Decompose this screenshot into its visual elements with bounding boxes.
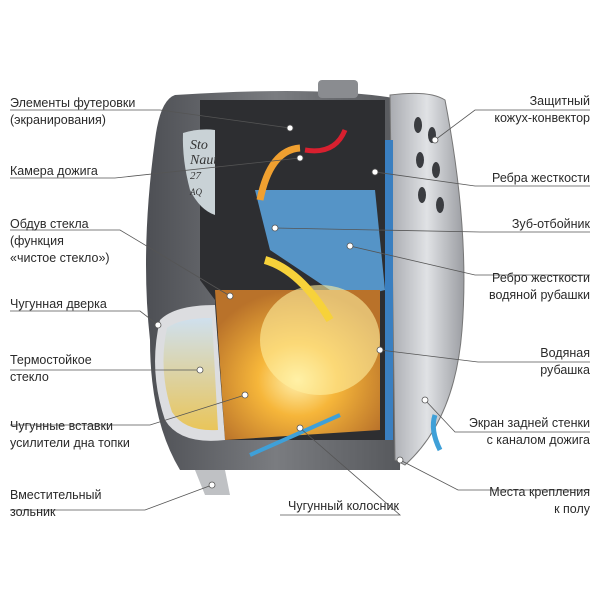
lining-tooth <box>255 190 385 300</box>
label-lining: Элементы футеровки(экранирования) <box>10 96 136 127</box>
label-door: Чугунная дверка <box>10 297 107 311</box>
leader-lines <box>10 109 590 516</box>
label-ribs: Ребра жесткости <box>492 171 590 185</box>
flow-arrow-cold <box>430 414 443 452</box>
door-glass <box>163 318 218 431</box>
flame <box>260 285 380 395</box>
callout-dots <box>154 124 439 489</box>
flow-arrow-yellow <box>263 256 334 323</box>
convector-casing <box>389 92 465 466</box>
flow-arrow-fire <box>256 144 301 201</box>
label-grate: Чугунный колосник <box>288 499 399 513</box>
label-afterburn: Камера дожига <box>10 164 98 178</box>
water-jacket <box>385 140 393 440</box>
flow-arrow-hot <box>304 128 348 154</box>
label-glass-blow: Обдув стекла(функция«чистое стекло») <box>10 217 110 265</box>
chimney-pipe <box>318 80 358 98</box>
badge-plate <box>182 129 215 215</box>
flow-arrow-water <box>249 413 341 457</box>
label-tooth: Зуб-отбойник <box>511 217 590 231</box>
casing-holes <box>414 117 444 213</box>
